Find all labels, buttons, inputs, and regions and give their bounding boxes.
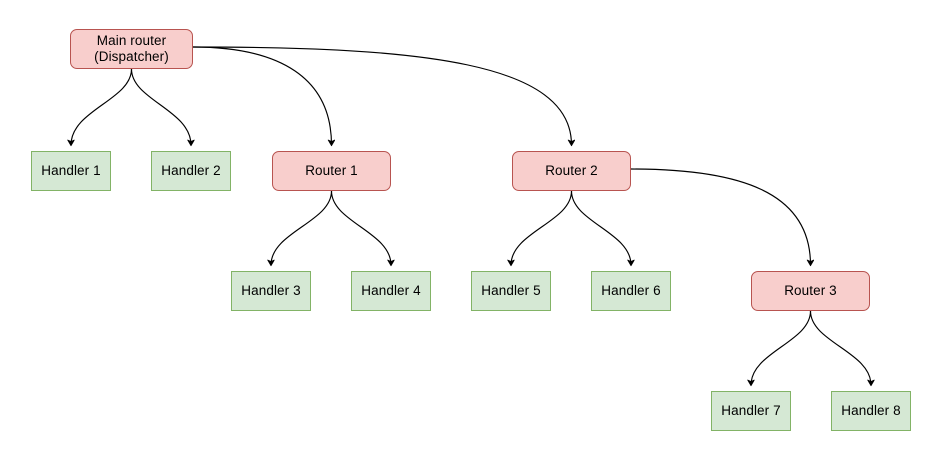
node-handler-4[interactable]: Handler 4	[351, 271, 431, 311]
edge-router-3-to-handler-7	[751, 310, 812, 385]
node-label-router-2: Router 2	[545, 162, 598, 178]
node-label-handler-5: Handler 5	[481, 282, 541, 298]
node-label-handler-7: Handler 7	[721, 402, 781, 418]
node-label-router-3: Router 3	[784, 282, 837, 298]
node-handler-6[interactable]: Handler 6	[591, 271, 671, 311]
node-handler-8[interactable]: Handler 8	[831, 391, 911, 431]
node-handler-5[interactable]: Handler 5	[471, 271, 551, 311]
edge-router-3-to-handler-8	[809, 310, 872, 385]
node-label-handler-4: Handler 4	[361, 282, 421, 298]
edge-main-to-handler-2	[130, 68, 192, 145]
node-router-3[interactable]: Router 3	[751, 271, 870, 311]
node-handler-1[interactable]: Handler 1	[31, 151, 111, 191]
edge-main-to-router-1	[192, 46, 332, 145]
edge-main-to-handler-1	[71, 68, 133, 145]
node-label-handler-6: Handler 6	[601, 282, 661, 298]
edge-router-2-to-handler-5	[511, 190, 573, 265]
node-label-handler-8: Handler 8	[841, 402, 901, 418]
node-handler-2[interactable]: Handler 2	[151, 151, 231, 191]
node-label-handler-1: Handler 1	[41, 162, 101, 178]
node-label-router-1: Router 1	[305, 162, 358, 178]
node-handler-3[interactable]: Handler 3	[231, 271, 311, 311]
node-label-main-router: Main router (Dispatcher)	[94, 32, 169, 64]
node-label-handler-2: Handler 2	[161, 162, 221, 178]
node-router-2[interactable]: Router 2	[512, 151, 631, 191]
node-main-router[interactable]: Main router (Dispatcher)	[70, 29, 193, 69]
node-handler-7[interactable]: Handler 7	[711, 391, 791, 431]
node-label-handler-3: Handler 3	[241, 282, 301, 298]
edge-router-2-to-router-3	[630, 168, 811, 265]
edge-main-to-router-2	[192, 46, 572, 145]
edge-router-1-to-handler-4	[330, 190, 392, 265]
node-router-1[interactable]: Router 1	[272, 151, 391, 191]
edge-router-2-to-handler-6	[570, 190, 632, 265]
edge-router-1-to-handler-3	[271, 190, 333, 265]
